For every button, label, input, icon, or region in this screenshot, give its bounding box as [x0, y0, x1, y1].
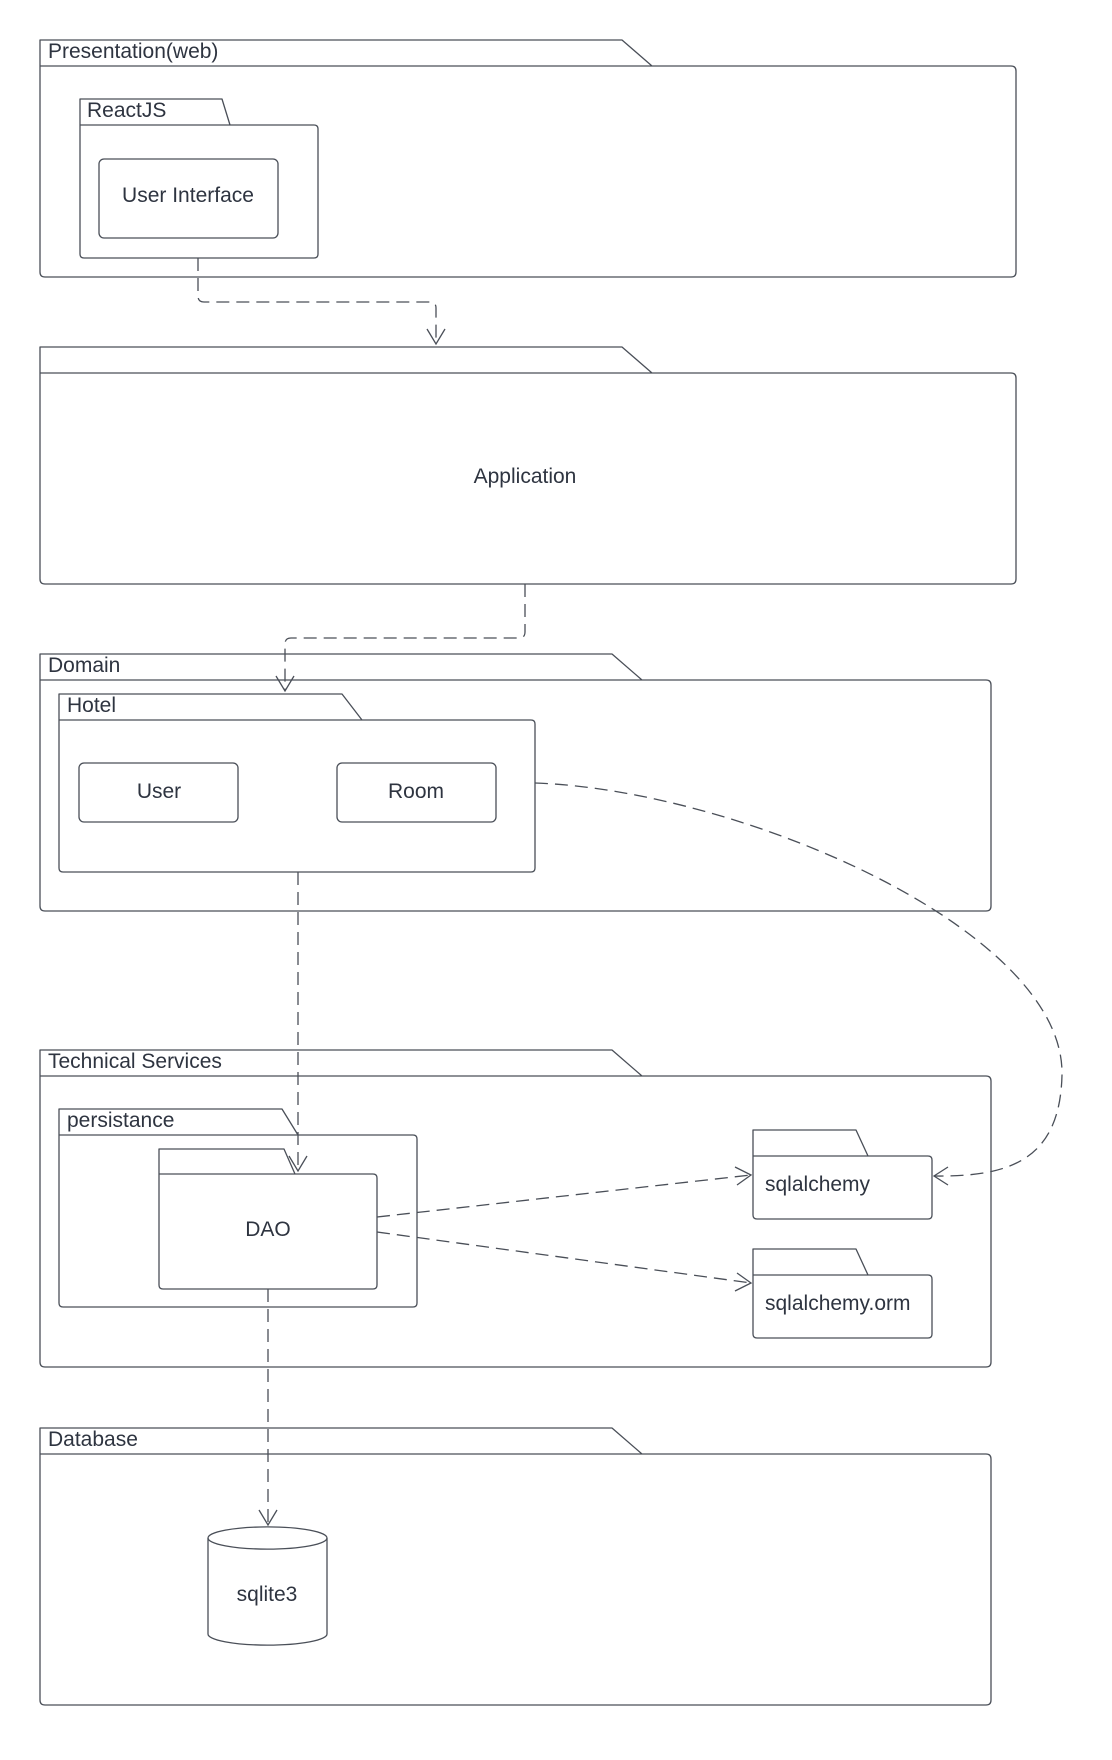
dependency-hotel-sqlalchemy — [534, 782, 1063, 1186]
component-sqlite3: sqlite3 — [207, 1526, 328, 1646]
package-hotel-label: Hotel — [67, 694, 116, 717]
arrowhead-icon — [734, 1272, 753, 1292]
dependency-dao-sqlalchemy-orm — [376, 1231, 753, 1292]
dependency-line — [534, 782, 1063, 1177]
package-database-frame — [39, 1427, 992, 1706]
package-sqlalchemy-label: sqlalchemy — [765, 1173, 871, 1196]
dependency-line — [197, 258, 437, 344]
dependency-reactjs-application — [197, 258, 446, 346]
component-room: Room — [336, 762, 497, 823]
package-database-label: Database — [48, 1428, 138, 1451]
component-room-box — [336, 762, 497, 823]
package-dao-frame — [158, 1148, 378, 1290]
dependency-line — [376, 1231, 752, 1284]
package-sqlalchemy: sqlalchemy — [752, 1129, 933, 1220]
component-user-box — [78, 762, 239, 823]
component-room-label: Room — [388, 780, 444, 803]
package-sqlalchemy-orm: sqlalchemy.orm — [752, 1248, 933, 1339]
package-application: Application — [39, 346, 1017, 585]
package-dao-label: DAO — [245, 1218, 291, 1241]
component-user-interface: User Interface — [98, 158, 279, 239]
arrowhead-icon — [275, 675, 295, 693]
component-user-interface-label: User Interface — [122, 184, 254, 207]
component-user: User — [78, 762, 239, 823]
package-presentation-label: Presentation(web) — [48, 40, 218, 63]
package-hotel: Hotel — [58, 693, 536, 873]
arrowhead-icon — [932, 1166, 949, 1186]
database-cylinder-rim — [207, 1537, 328, 1550]
component-user-interface-box — [98, 158, 279, 239]
package-domain-label: Domain — [48, 654, 120, 677]
package-hotel-frame — [58, 693, 536, 873]
component-sqlite3-label: sqlite3 — [237, 1583, 298, 1606]
database-cylinder-icon — [207, 1526, 328, 1646]
arrowhead-icon — [288, 1155, 308, 1173]
package-reactjs-label: ReactJS — [87, 99, 166, 122]
package-technical-services-label: Technical Services — [48, 1050, 222, 1073]
package-sqlalchemy-orm-label: sqlalchemy.orm — [765, 1292, 910, 1315]
dependency-line — [284, 584, 526, 691]
dependency-dao-sqlite3 — [258, 1289, 278, 1527]
package-persistance-label: persistance — [67, 1109, 174, 1132]
arrowhead-icon — [258, 1509, 278, 1527]
dependency-line — [376, 1174, 752, 1218]
package-application-frame — [39, 346, 1017, 585]
package-dao: DAO — [158, 1148, 378, 1290]
arrowhead-icon — [426, 328, 446, 346]
package-database: Database — [39, 1427, 992, 1706]
package-sqlalchemy-frame — [752, 1129, 933, 1220]
package-application-label: Application — [474, 465, 577, 488]
package-sqlalchemy-orm-frame — [752, 1248, 933, 1339]
component-user-label: User — [137, 780, 181, 803]
dependency-application-hotel — [275, 584, 526, 693]
dependency-dao-sqlalchemy — [376, 1166, 753, 1218]
arrowhead-icon — [734, 1166, 753, 1186]
dependency-hotel-dao — [288, 872, 308, 1173]
